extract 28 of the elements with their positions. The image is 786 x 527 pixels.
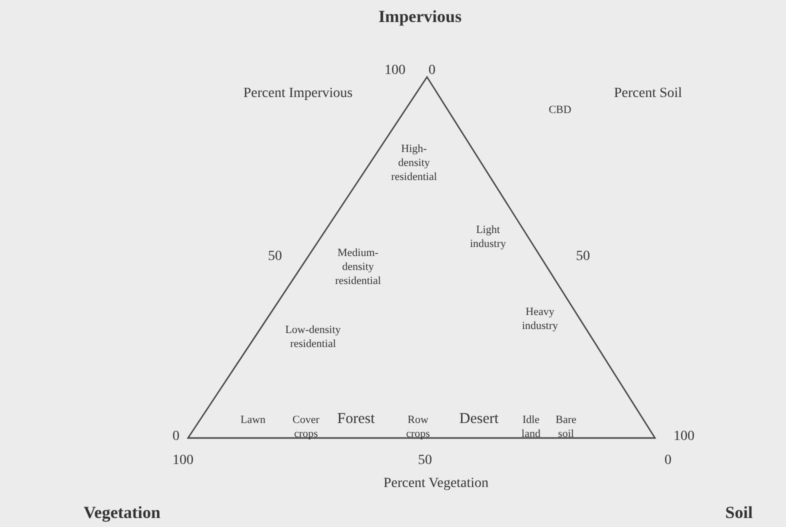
axis-label: 50 <box>418 452 432 470</box>
axis-label: 0 <box>172 428 180 446</box>
axis-label: Percent Impervious <box>243 85 353 102</box>
region-label: Light industry <box>468 224 508 252</box>
region-label: CBD <box>548 104 572 118</box>
vertex-label: Soil <box>725 502 753 524</box>
region-label: Forest <box>337 410 375 429</box>
region-label: Idle land <box>520 414 542 442</box>
region-label: Cover crops <box>292 414 320 442</box>
region-label: Row crops <box>405 414 431 442</box>
vertex-label: Vegetation <box>84 502 160 524</box>
axis-label: 100 <box>384 62 406 80</box>
region-label: Desert <box>459 410 499 429</box>
axis-label: 50 <box>576 248 590 266</box>
axis-label: 0 <box>428 62 436 80</box>
region-label: High-density residential <box>391 143 437 184</box>
axis-label: Percent Vegetation <box>383 475 489 492</box>
axis-label: 0 <box>664 452 672 470</box>
region-label: Bare soil <box>554 414 578 442</box>
region-label: Low-density residential <box>284 324 342 352</box>
axis-label: 50 <box>268 248 282 266</box>
region-label: Medium-density residential <box>334 247 382 288</box>
axis-label: 100 <box>674 428 694 446</box>
region-label: Heavy industry <box>520 306 560 334</box>
region-label: Lawn <box>240 414 266 428</box>
vertex-label: Impervious <box>378 6 462 28</box>
axis-label: 100 <box>172 452 194 470</box>
axis-label: Percent Soil <box>614 85 682 102</box>
